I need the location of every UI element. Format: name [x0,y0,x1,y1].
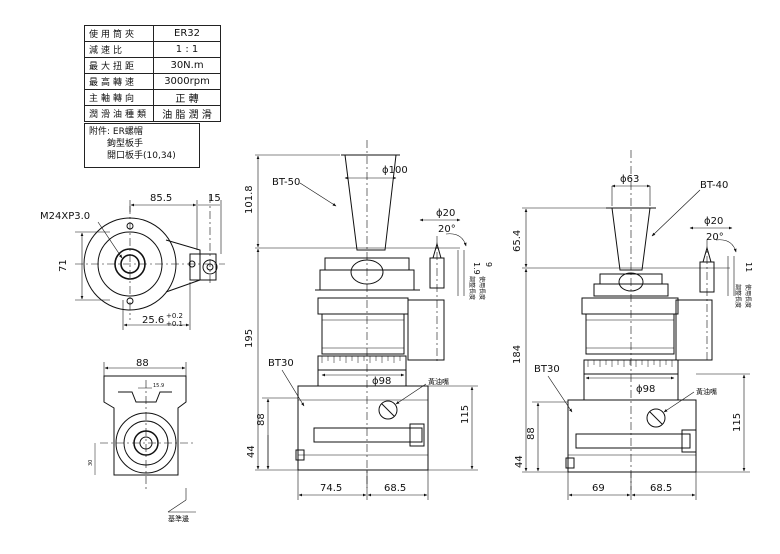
tol-plus: +0.2 [166,312,183,320]
bt50-oil-nipple [378,400,398,420]
end-view-slot [118,391,172,403]
dim-195: 195 [244,329,255,348]
bt50-scale [317,355,407,371]
bt50-bt30: BT30 [268,358,294,369]
bt40-drawbar [575,433,691,449]
bt40-dia-63: ϕ63 [620,174,639,185]
bt50-dim-68-5: 68.5 [384,483,406,494]
accessories-box: 附件: ER螺帽 鉤型板手 開口板手(10,34) [84,123,200,168]
bt50-base-top [317,369,407,387]
bt40-dim-68-5: 68.5 [650,483,672,494]
bt50-note-adjust: 調整長度 [468,276,476,300]
bt40-dim-11: 11 [744,262,753,272]
bt40-side-housing [675,299,713,361]
bt50-dia-100: ϕ100 [382,165,408,176]
bt50-oil-label: 黃油嘴 [428,377,449,386]
bt40-flange-lower [593,283,669,297]
dim-85-5: 85.5 [150,193,172,204]
bt40-dia-20: ϕ20 [704,216,723,227]
bt50-dim-74-5: 74.5 [320,483,342,494]
spec-row: 主軸轉向正 轉 [83,89,222,106]
dim-88-end: 88 [136,358,149,369]
bt50-dia-20: ϕ20 [436,208,455,219]
bt40-note-adjust: 調整長度 [734,284,742,308]
bt40-bearing-ring [581,297,679,315]
spec-value: 油 脂 潤 滑 [153,105,222,122]
bt50-angle: 20° [438,224,456,235]
bt50-label: BT-50 [272,177,300,188]
bt40-note-use: 使用長度 [744,284,752,308]
bt50-side-housing [407,299,445,361]
dim-65-4: 65.4 [512,230,523,252]
accessory-line: 開口板手(10,34) [107,151,176,161]
bottom-view [94,362,196,513]
accessory-line: 鉤型板手 [107,139,144,149]
bt50-dim-88: 88 [256,413,267,426]
bt50-dim-9: 9 [484,262,493,267]
dim-25-6: 25.6 [142,315,164,326]
bt40-dim-44: 44 [514,455,525,468]
bt50-dim-44: 44 [246,445,257,458]
bt50-dim-1-9: 1.9 [472,262,481,275]
bt40-angle: 20° [706,232,724,243]
end-view-ring-inner [123,420,169,466]
bt50-dia-98: ϕ98 [372,376,391,387]
bt50-note-use: 使用長度 [478,276,486,300]
dim-184: 184 [512,345,523,364]
spec-key: 潤滑油種類 [83,105,155,122]
spec-row: 潤滑油種類油 脂 潤 滑 [83,105,222,122]
dim-small-w: 15.9 [153,383,164,389]
bt40-base [567,399,697,473]
base-label: 基準邊 [168,514,189,523]
bt50-view [255,140,478,500]
dim-71: 71 [58,259,69,272]
bt50-drawbar-head [409,423,425,447]
side-block [189,253,217,281]
bt40-bt30: BT30 [534,364,560,375]
accessory-line: 附件: ER螺帽 [89,127,143,137]
bt40-body [585,313,675,355]
tol-minus: +0.1 [166,320,183,328]
bt50-dim-115: 115 [460,405,471,424]
dim-15: 15 [208,193,221,204]
bt40-dia-98: ϕ98 [636,384,655,395]
bt40-view [522,150,750,500]
dim-small-h: 30 [88,460,94,466]
bt40-dim-88: 88 [526,427,537,440]
thread-label: M24XP3.0 [40,211,90,222]
dim-101-8: 101.8 [244,185,255,214]
bt50-body [321,313,405,355]
end-view-outline [103,375,187,476]
bt40-dim-115: 115 [732,413,743,432]
bt50-drawbar [313,427,423,443]
bt40-oil-nipple [646,408,666,428]
bt40-dim-69: 69 [592,483,605,494]
bt40-drawbar-head [681,429,697,453]
bt50-bearing-ring [317,297,409,315]
bt40-label: BT-40 [700,180,728,191]
top-view [75,195,225,330]
housing-arm [165,239,201,293]
bt40-oil-label: 黃油嘴 [696,387,717,396]
